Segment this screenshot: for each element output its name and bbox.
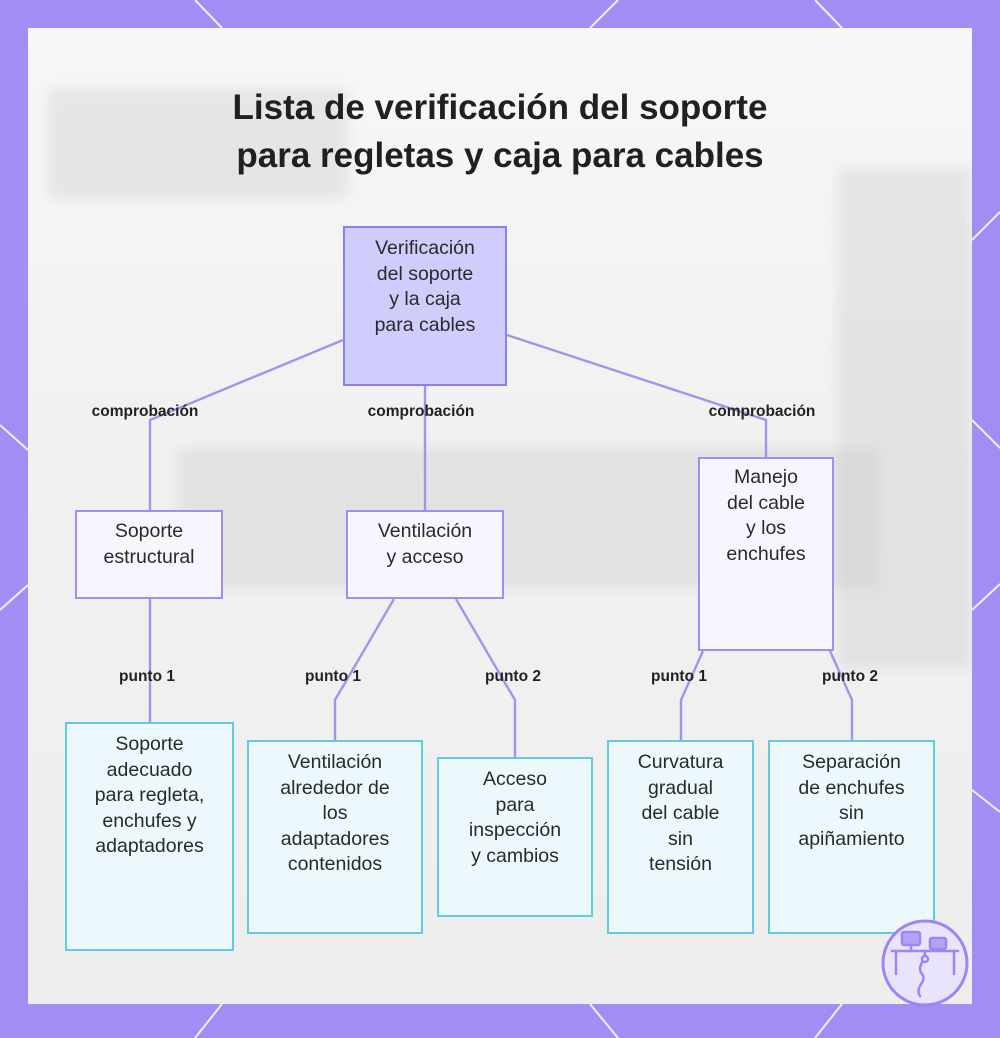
edge-label: comprobación (91, 403, 199, 420)
edge-label: punto 2 (485, 668, 541, 685)
node-text-line: inspección (468, 819, 562, 841)
node-text-line: Manejo (734, 466, 798, 488)
node-text-line: para cables (374, 313, 476, 336)
edge-label: comprobación (708, 403, 816, 420)
title-line: Lista de verificación del soporte (232, 88, 768, 127)
edge-label: punto 1 (651, 668, 707, 685)
node-text-line: para (495, 793, 535, 816)
root-node: Verificación del soporte y la caja para … (343, 226, 507, 386)
node-text-line: estructural (103, 545, 195, 568)
edge-label: comprobación (367, 403, 475, 420)
leaf-node: Acceso para inspección y cambios (437, 757, 593, 917)
connector-branch-2-leaf-2 (454, 598, 517, 757)
connector-root-branch-3 (506, 333, 768, 457)
connector-branch-2-leaf-1 (333, 598, 396, 740)
node-text-line: contenidos (287, 853, 383, 875)
node-text-line: y los (745, 517, 787, 539)
background-blur (48, 88, 348, 198)
leaf-node: Separación de enchufes sin apiñamiento (768, 740, 935, 934)
node-text-line: del cable (726, 491, 806, 514)
node-text-line: adaptadores (280, 827, 390, 850)
node-text-line: de enchufes (798, 776, 905, 799)
edge-label: punto 1 (119, 668, 175, 685)
node-text-line: Separación (802, 751, 901, 773)
node-text-line: enchufes (726, 542, 806, 565)
node-text-line: Soporte (114, 520, 184, 542)
node-text-line: del cable (641, 802, 720, 824)
connector-branch-3-leaf-1 (679, 650, 705, 740)
edge-label: punto 1 (305, 668, 361, 685)
node-text-line: adaptadores (95, 835, 204, 857)
node-text-line: enchufes y (102, 809, 197, 832)
background-blur (838, 168, 972, 668)
node-text-line: los (322, 802, 348, 824)
connector-root-branch-1 (148, 338, 344, 510)
node-text-line: adecuado (106, 758, 193, 781)
leaf-node: Ventilación alrededor de los adaptadores… (247, 740, 423, 934)
connector-branch-3-leaf-2 (828, 650, 854, 740)
leaf-node: Soporte adecuado para regleta, enchufes … (65, 722, 234, 951)
node-text-line: tensión (649, 853, 712, 875)
desk-workstation-logo-icon (881, 919, 969, 1007)
branch-node-ventilation-access: Ventilación y acceso (346, 510, 504, 599)
title-line: para regletas y caja para cables (236, 136, 764, 175)
node-text-line: Ventilación (287, 751, 383, 773)
node-text-line: Curvatura (637, 751, 724, 773)
node-text-line: del soporte (376, 262, 474, 285)
node-text-line: gradual (647, 776, 714, 799)
edge-label: punto 2 (822, 668, 878, 685)
node-text-line: apiñamiento (798, 827, 905, 850)
branch-node-structural-support: Soporte estructural (75, 510, 223, 599)
node-text-line: Ventilación (377, 520, 473, 542)
node-text-line: alrededor de (280, 776, 390, 799)
node-text-line: sin (839, 802, 864, 824)
node-text-line: sin (668, 827, 693, 850)
node-text-line: Verificación (375, 237, 475, 259)
node-text-line: y cambios (471, 844, 559, 867)
node-text-line: Acceso (483, 768, 547, 790)
node-text-line: para regleta, (94, 784, 205, 806)
page-title: Lista de verificación del soporte para r… (28, 84, 972, 180)
node-text-line: Soporte (115, 733, 184, 755)
node-text-line: y la caja (389, 288, 461, 310)
node-text-line: y acceso (386, 545, 464, 568)
leaf-node: Curvatura gradual del cable sin tensión (607, 740, 754, 934)
branch-node-cable-plug-handling: Manejo del cable y los enchufes (698, 457, 834, 651)
